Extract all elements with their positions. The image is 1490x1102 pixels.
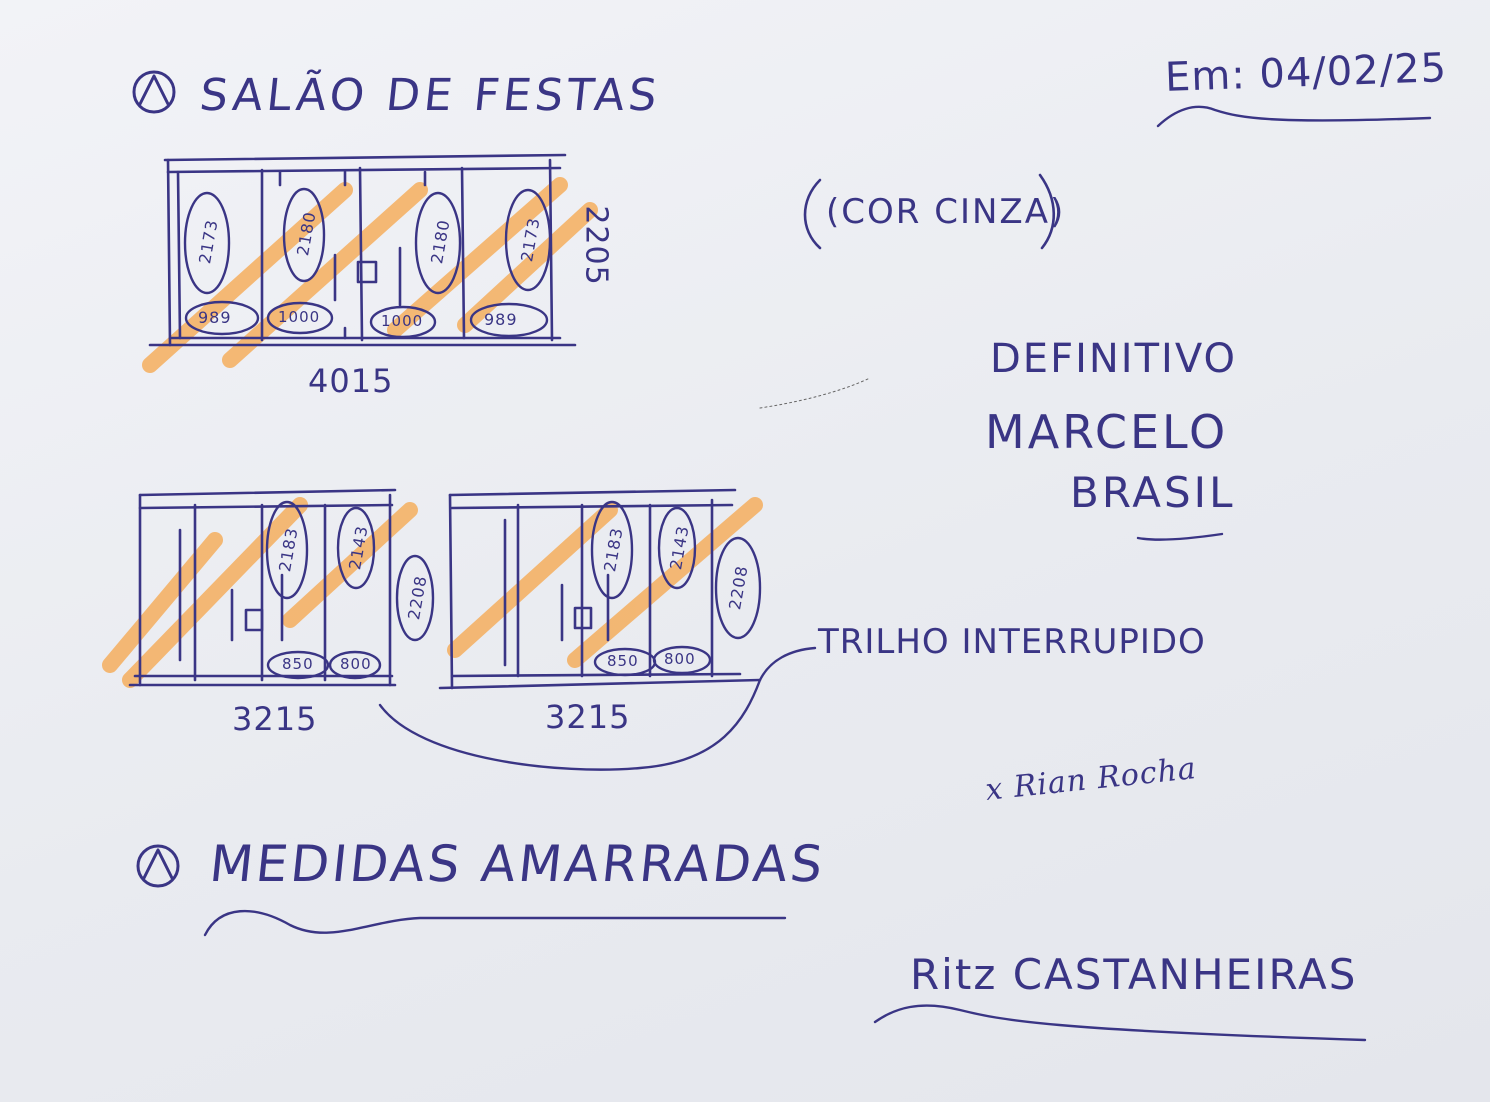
d1-width: 4015 (308, 362, 394, 400)
d1-bottom-1: 989 (198, 308, 232, 327)
d2-bottom-1: 850 (282, 655, 314, 673)
d1-height: 2205 (578, 205, 614, 286)
drawing-1-frame (148, 153, 577, 347)
date-underline (1156, 105, 1432, 128)
section2-underline (203, 909, 787, 937)
section-1-title: SALÃO DE FESTAS (197, 70, 664, 121)
status-note: DEFINITIVO (990, 336, 1237, 382)
client-underline (873, 1004, 1367, 1042)
date-label: Em: 04/02/25 (1164, 45, 1448, 101)
drawing-3-frame (438, 488, 762, 690)
d2-width: 3215 (232, 700, 318, 738)
color-note: (COR CINZA) (826, 192, 1066, 232)
bullet-circle-2 (136, 844, 180, 888)
d3-bottom-1: 850 (607, 652, 639, 670)
rail-bracket-line (378, 646, 817, 771)
d3-bottom-2: 800 (664, 650, 696, 668)
name-underline (1136, 532, 1224, 541)
bullet-circle-1 (132, 70, 176, 114)
paren-right (1038, 173, 1056, 250)
paren-left (803, 178, 822, 250)
person-last-name: BRASIL (1070, 468, 1236, 517)
drawing-2-ovals (265, 500, 435, 680)
rail-note: TRILHO INTERRUPIDO (818, 622, 1206, 662)
d1-bottom-2: 1000 (278, 308, 321, 326)
drawing-2-frame (128, 488, 397, 687)
highlighter-marks-3 (447, 497, 763, 668)
pencil-dash (759, 377, 871, 409)
d3-width: 3215 (545, 698, 631, 736)
drawing-3-ovals (590, 500, 762, 677)
d1-bottom-3: 1000 (381, 312, 424, 330)
client-name: Ritz CASTANHEIRAS (910, 950, 1358, 999)
d2-bottom-2: 800 (340, 655, 372, 673)
drawing-1-ovals (183, 187, 552, 339)
d1-bottom-4: 989 (484, 310, 518, 329)
section-2-title: MEDIDAS AMARRADAS (206, 835, 829, 893)
person-first-name: MARCELO (985, 405, 1229, 459)
